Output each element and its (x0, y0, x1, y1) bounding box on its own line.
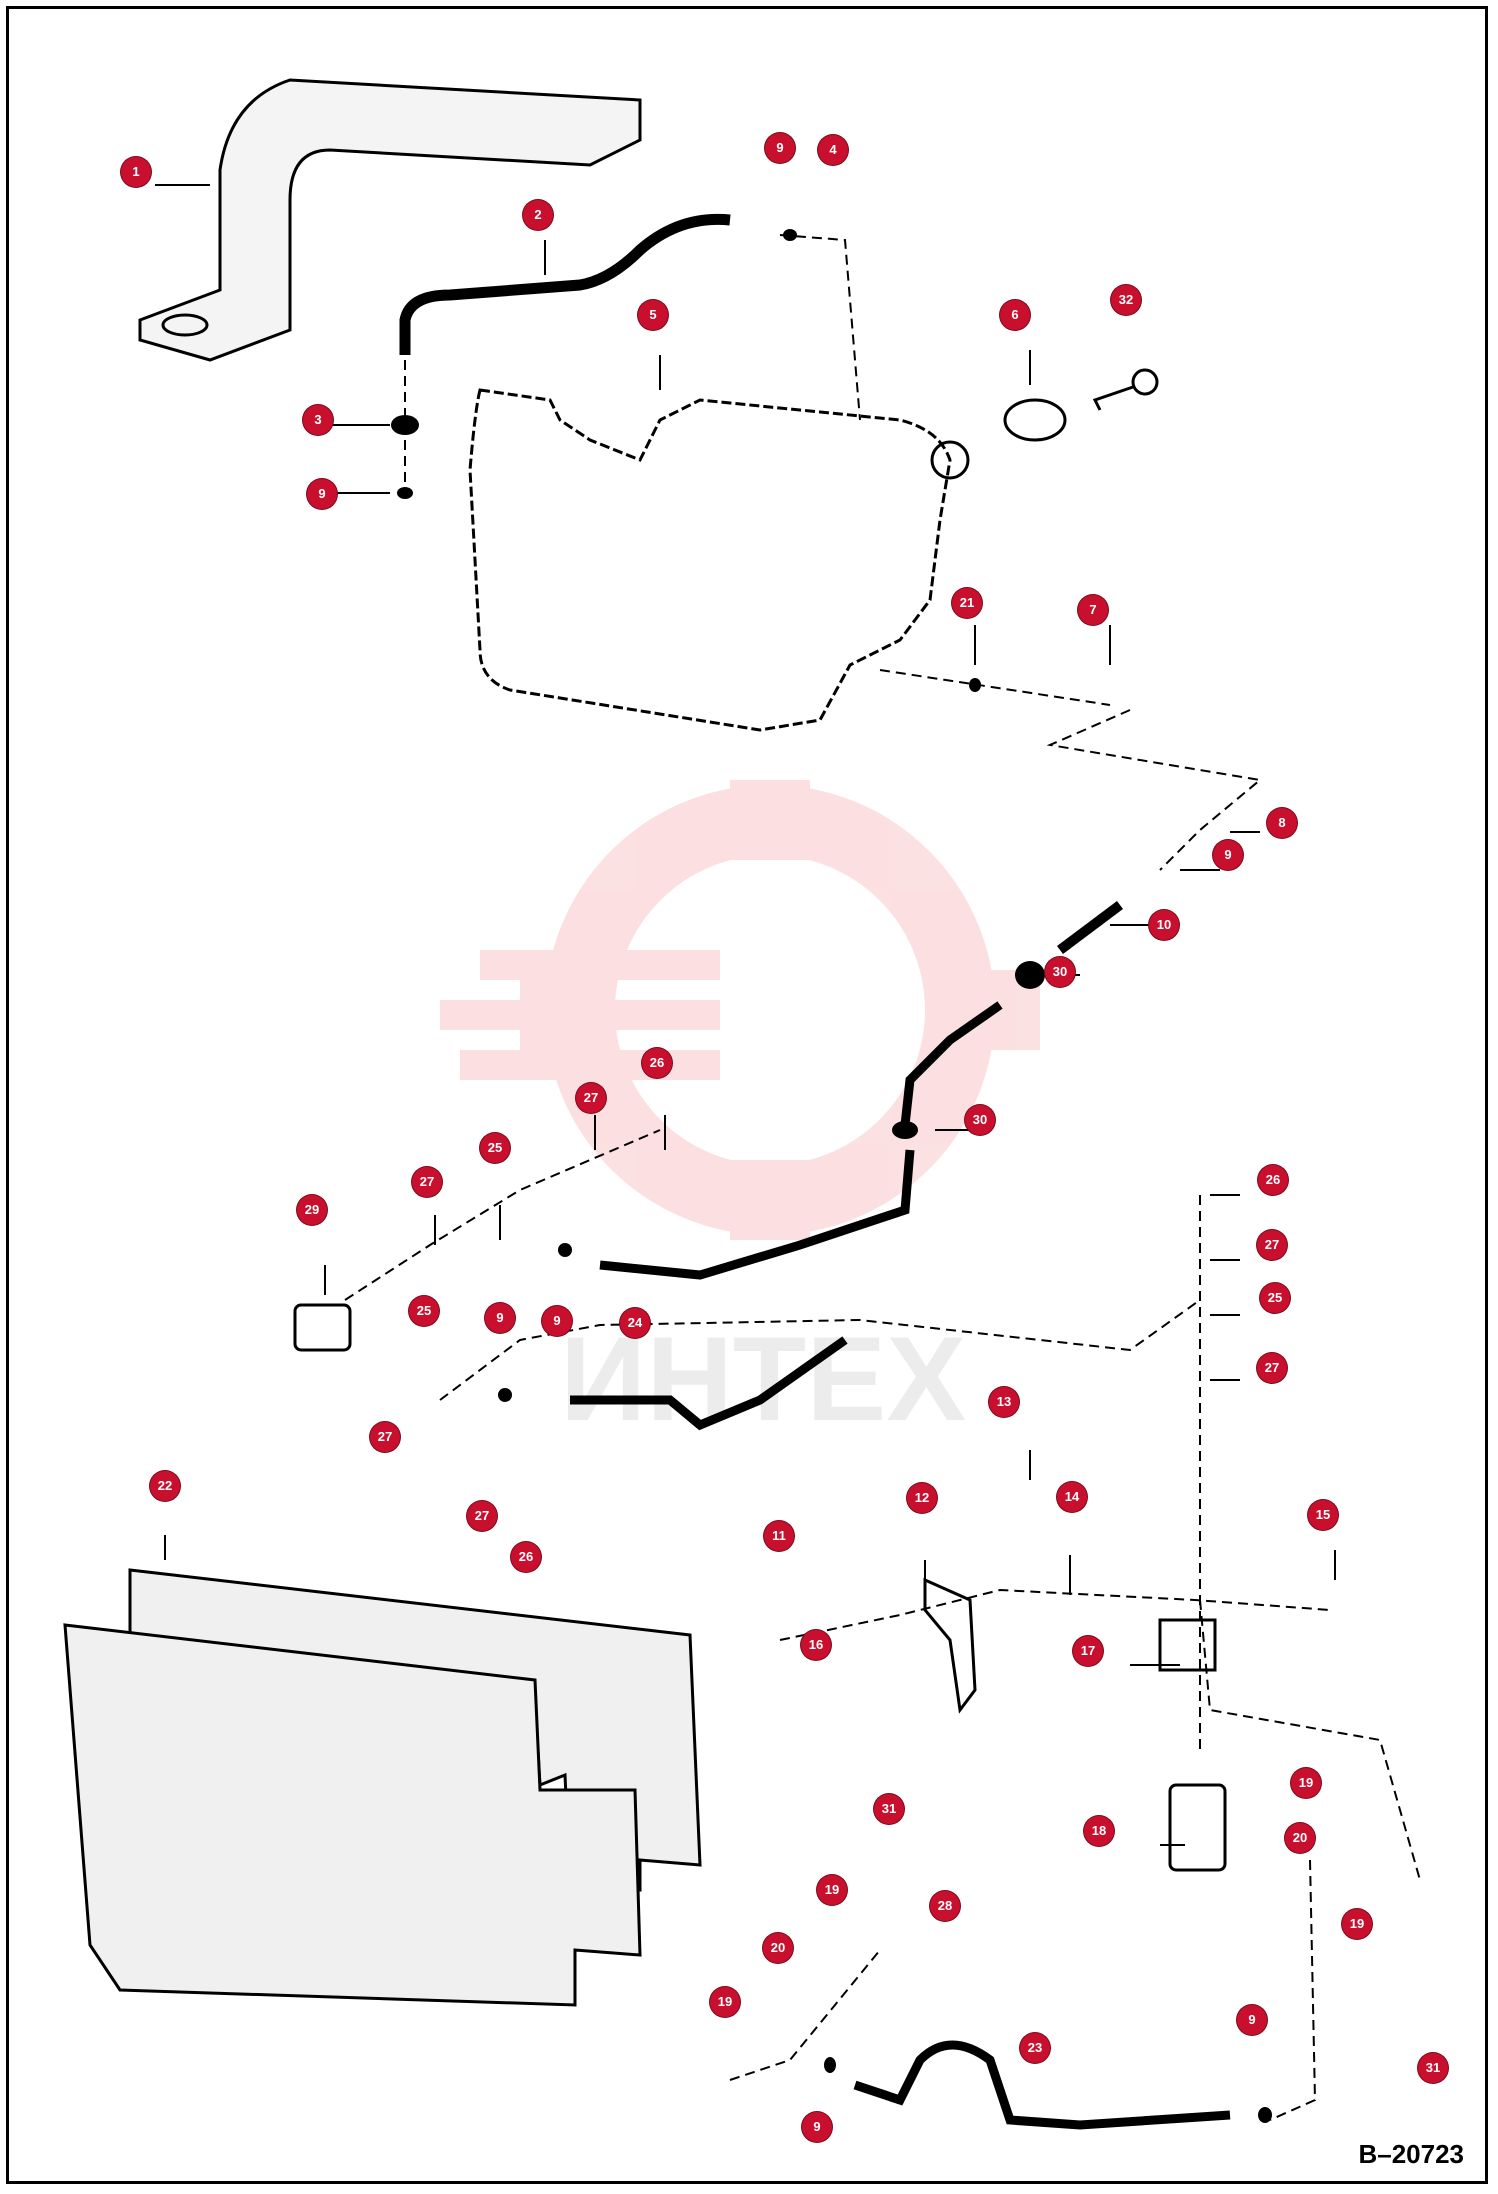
callout-30: 30 (1045, 957, 1075, 987)
callout-27: 27 (1257, 1353, 1287, 1383)
callout-22: 22 (150, 1471, 180, 1501)
fuel-filter (1168, 1783, 1227, 1872)
callout-5: 5 (638, 300, 668, 330)
callout-9: 9 (765, 133, 795, 163)
callout-28: 28 (930, 1891, 960, 1921)
callout-27: 27 (1257, 1230, 1287, 1260)
watermark-text: ИНТЕХ (560, 1312, 966, 1446)
hose-part-2 (399, 213, 731, 355)
callout-20: 20 (763, 1933, 793, 1963)
callout-31: 31 (874, 1794, 904, 1824)
filter-head (1158, 1618, 1217, 1672)
callout-9: 9 (542, 1306, 572, 1336)
callout-23: 23 (1020, 2033, 1050, 2063)
callout-6: 6 (1000, 300, 1030, 330)
callout-2: 2 (523, 200, 553, 230)
leader-lines (155, 184, 1336, 1846)
callout-27: 27 (370, 1422, 400, 1452)
fuel-pump (293, 1303, 352, 1352)
fuel-tank (468, 388, 952, 732)
callout-11: 11 (764, 1521, 794, 1551)
callout-10: 10 (1149, 910, 1179, 940)
callout-3: 3 (303, 405, 333, 435)
callout-25: 25 (1260, 1283, 1290, 1313)
callout-12: 12 (907, 1483, 937, 1513)
callout-16: 16 (801, 1630, 831, 1660)
callout-30: 30 (965, 1105, 995, 1135)
callout-31: 31 (1418, 2053, 1448, 2083)
callout-19: 19 (1291, 1768, 1321, 1798)
hose-part-30-upper (900, 1001, 1003, 1126)
watermark-logo (440, 780, 1040, 1240)
key-part (1092, 368, 1159, 411)
callout-26: 26 (1258, 1165, 1288, 1195)
callout-18: 18 (1084, 1816, 1114, 1846)
hose-part-24 (570, 1336, 848, 1431)
callout-25: 25 (409, 1296, 439, 1326)
callout-27: 27 (412, 1167, 442, 1197)
hose-part-10 (1057, 901, 1123, 954)
bracket-part (138, 78, 642, 362)
callout-7: 7 (1078, 595, 1108, 625)
callout-4: 4 (818, 135, 848, 165)
callout-27: 27 (467, 1501, 497, 1531)
drawing-reference: B–20723 (1358, 2139, 1464, 2169)
callout-8: 8 (1267, 808, 1297, 838)
callout-19: 19 (710, 1987, 740, 2017)
callout-13: 13 (989, 1387, 1019, 1417)
callout-24: 24 (620, 1308, 650, 1338)
callout-9: 9 (1213, 840, 1243, 870)
callout-27: 27 (576, 1083, 606, 1113)
callout-26: 26 (642, 1048, 672, 1078)
callout-9: 9 (307, 479, 337, 509)
callout-14: 14 (1057, 1482, 1087, 1512)
callout-21: 21 (952, 588, 982, 618)
hose-part-30-lower (599, 1149, 915, 1280)
callout-9: 9 (485, 1303, 515, 1333)
callout-9: 9 (802, 2112, 832, 2142)
fittings (391, 229, 1272, 2123)
callout-19: 19 (1342, 1909, 1372, 1939)
callout-15: 15 (1308, 1500, 1338, 1530)
insulation-panels (63, 1568, 702, 2007)
mount-bracket (923, 1577, 977, 1714)
callout-17: 17 (1073, 1636, 1103, 1666)
fuel-cap (1003, 398, 1067, 442)
callout-19: 19 (817, 1875, 847, 1905)
callout-20: 20 (1285, 1823, 1315, 1853)
callout-32: 32 (1111, 285, 1141, 315)
callout-25: 25 (480, 1133, 510, 1163)
callout-26: 26 (511, 1542, 541, 1572)
hose-part-23 (853, 2040, 1231, 2130)
callout-29: 29 (297, 1195, 327, 1225)
callout-9: 9 (1237, 2005, 1267, 2035)
callout-1: 1 (121, 157, 151, 187)
tank-neck (930, 440, 970, 480)
